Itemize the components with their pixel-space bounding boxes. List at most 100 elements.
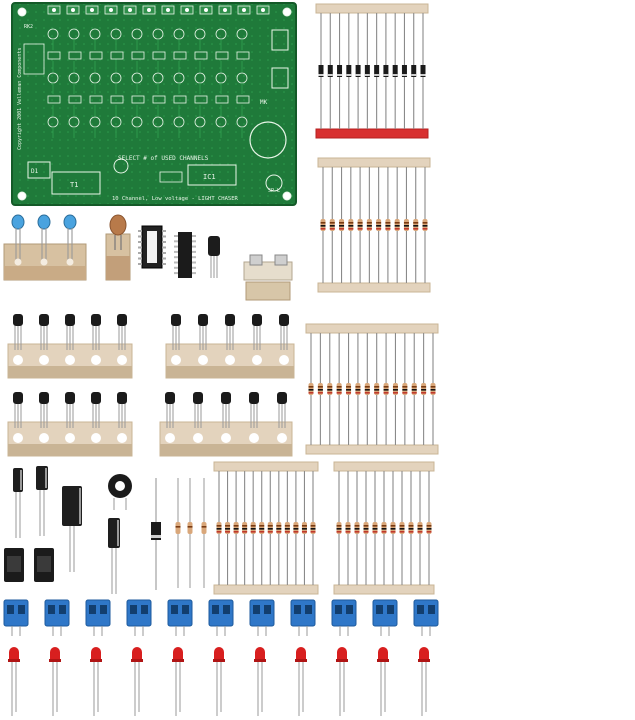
- pcb-d1-label: D1: [31, 168, 39, 175]
- pcb-silk-mark: [173, 95, 187, 104]
- diode-body: [355, 65, 361, 77]
- diode-body: [401, 65, 407, 77]
- pcb-title-label: 10 Channel, Low voltage - LIGHT CHASER: [112, 196, 239, 202]
- diode-body: [383, 65, 389, 77]
- ldr-head: [37, 214, 51, 230]
- transistor-strip-3: [7, 392, 133, 457]
- resistor-tape-strip-mid: [305, 323, 439, 455]
- fuse-holder: [243, 254, 293, 301]
- diode-body: [364, 65, 370, 77]
- tape-hole: [193, 433, 203, 443]
- capacitor-body: [62, 486, 82, 526]
- transistor-body: [252, 314, 262, 326]
- pcb-silk-mark: [131, 51, 145, 60]
- voltage-regulator: [208, 236, 220, 278]
- tape-bottom: [213, 584, 319, 595]
- terminal-block-row: [3, 599, 439, 636]
- pcb-silk-mark: [152, 95, 166, 104]
- tape-hole: [221, 433, 231, 443]
- tape-top: [333, 461, 435, 472]
- resistor-tape-strip-low-left: [213, 461, 319, 595]
- tape-bottom: [317, 282, 431, 293]
- tape-hole: [277, 433, 287, 443]
- ic-socket: [138, 225, 166, 269]
- transistor-body: [91, 392, 101, 404]
- loose-parts: [4, 478, 207, 590]
- red-led: [91, 647, 101, 660]
- transistor-body: [198, 314, 208, 326]
- tape-hole: [165, 433, 175, 443]
- pcb-silk-mark: [194, 51, 208, 60]
- pcb-silk-mark: [236, 95, 250, 104]
- ldr-head: [11, 214, 25, 230]
- pcb-silk-mark: [152, 51, 166, 60]
- electrolytic-capacitors: [13, 466, 132, 594]
- transistor-body: [165, 392, 175, 404]
- diode-body: [392, 65, 398, 77]
- pcb-silk-mark: [110, 51, 124, 60]
- ldr-trio: [3, 214, 87, 281]
- transistor-body: [65, 392, 75, 404]
- red-led: [173, 647, 183, 660]
- red-led: [296, 647, 306, 660]
- diode-tape-strip: [315, 3, 429, 139]
- tape-hole: [65, 433, 75, 443]
- transistor-body: [277, 392, 287, 404]
- ldr-head: [63, 214, 77, 230]
- tape-hole: [91, 355, 101, 365]
- loose-resistor: [187, 522, 193, 534]
- red-led: [9, 647, 19, 660]
- transistor-body: [193, 392, 203, 404]
- pcb-t1-label: T1: [70, 181, 78, 189]
- red-led-row: [8, 647, 430, 716]
- transistor-body: [91, 314, 101, 326]
- transistor-body: [13, 314, 23, 326]
- diode-body: [411, 65, 417, 77]
- transistor-strip-4: [159, 392, 293, 457]
- tape-top: [317, 157, 431, 168]
- pcb-silk-mark: [215, 95, 229, 104]
- diode-body: [374, 65, 380, 77]
- pcb-silk-mark: [131, 95, 145, 104]
- tape-hole: [225, 355, 235, 365]
- pcb-board: IC1 T1 D1 MK RK2 SP-L SELECT # of USED C…: [11, 2, 297, 206]
- diode-body: [346, 65, 352, 77]
- pcb-silk-mark: [47, 51, 61, 60]
- red-led: [337, 647, 347, 660]
- tape-hole: [279, 355, 289, 365]
- transistor-body: [13, 392, 23, 404]
- ic-chip: [174, 232, 196, 278]
- transistor-body: [225, 314, 235, 326]
- diode-body: [337, 65, 343, 77]
- tape-hole: [13, 355, 23, 365]
- trimmer-part: [105, 214, 131, 281]
- pcb-silk-mark: [110, 95, 124, 104]
- pcb-badge-label: SP-L: [268, 188, 280, 194]
- red-led: [255, 647, 265, 660]
- tape-hole: [39, 433, 49, 443]
- tape-hole: [249, 433, 259, 443]
- red-led: [50, 647, 60, 660]
- transistor-body: [221, 392, 231, 404]
- tape-hole: [198, 355, 208, 365]
- pcb-extra-label: RK2: [24, 24, 33, 30]
- red-led: [378, 647, 388, 660]
- pcb-ic-label: IC1: [203, 173, 216, 181]
- rectifier-diode: [151, 522, 161, 540]
- transistor-body: [249, 392, 259, 404]
- loose-resistor: [201, 522, 207, 534]
- pcb-silk-mark: [173, 51, 187, 60]
- red-led: [214, 647, 224, 660]
- transistor-body: [117, 392, 127, 404]
- pcb-silk-mark: [68, 95, 82, 104]
- pcb-silk-mark: [215, 51, 229, 60]
- diode-body: [420, 65, 426, 77]
- tape-bottom: [305, 444, 439, 455]
- tape-hole: [117, 433, 127, 443]
- pcb-silk-mark: [194, 95, 208, 104]
- tape-hole: [13, 433, 23, 443]
- pcb-silk-mark: [89, 51, 103, 60]
- pcb-mode-label: MK: [260, 99, 268, 106]
- tape-top: [315, 3, 429, 14]
